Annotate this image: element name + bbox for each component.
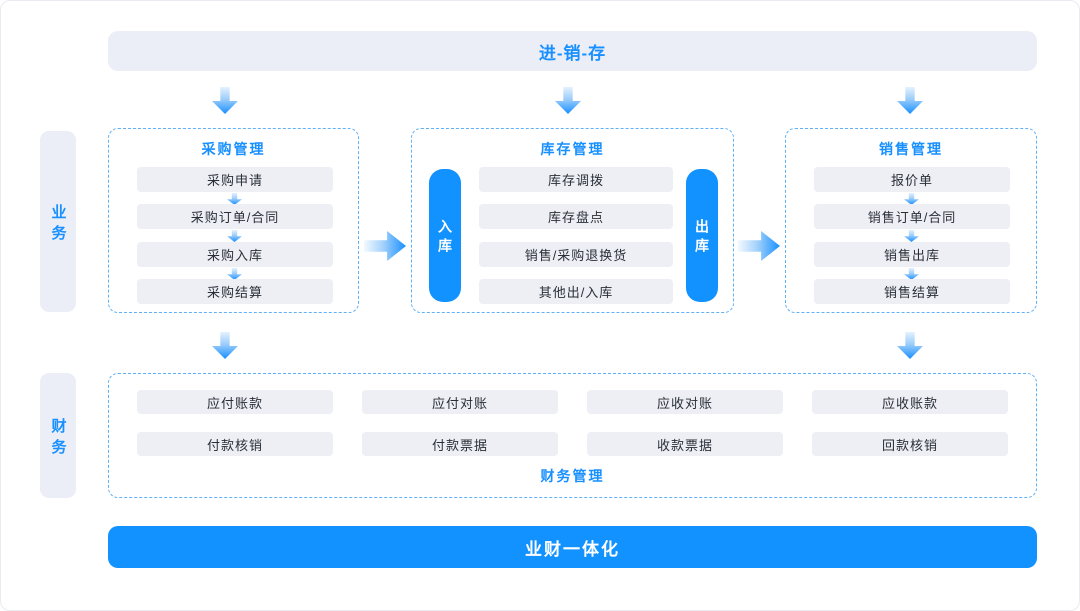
- purchase-item: 采购结算: [137, 279, 333, 304]
- sales-item: 报价单: [814, 167, 1010, 192]
- bottom-banner-title: 业财一体化: [525, 539, 620, 559]
- finance-item: 回款核销: [812, 432, 1008, 456]
- inventory-box: 库存管理 入库 库存调拨 库存盘点 销售/采购退换货 其他出/入库 出库: [411, 128, 734, 313]
- down-arrow-icon: [897, 87, 923, 114]
- bottom-banner: 业财一体化: [108, 526, 1037, 568]
- down-arrow-icon: [897, 332, 923, 359]
- purchase-item: 采购订单/合同: [137, 204, 333, 229]
- right-arrow-icon: [738, 231, 780, 261]
- sales-title: 销售管理: [879, 141, 943, 157]
- finance-box: 应付账款 应付对账 应收对账 应收账款 付款核销 付款票据 收款票据 回款核销 …: [108, 373, 1037, 498]
- top-banner: 进-销-存: [108, 31, 1037, 71]
- finance-title: 财务管理: [540, 468, 605, 484]
- finance-item: 应付账款: [137, 390, 333, 414]
- down-arrow-icon: [212, 87, 238, 114]
- purchase-title: 采购管理: [201, 141, 266, 157]
- inventory-item: 其他出/入库: [479, 279, 673, 304]
- inventory-item: 销售/采购退换货: [479, 242, 673, 267]
- sales-item: 销售订单/合同: [814, 204, 1010, 229]
- down-arrow-icon: [555, 87, 581, 114]
- sales-box: 销售管理 报价单 销售订单/合同 销售出库 销售结算: [785, 128, 1037, 313]
- sidebar-label-business: 业务: [40, 131, 76, 312]
- sales-item: 销售出库: [814, 242, 1010, 267]
- sidebar-label-finance: 财务: [40, 373, 76, 498]
- finance-item: 收款票据: [587, 432, 783, 456]
- finance-item: 应收账款: [812, 390, 1008, 414]
- finance-item: 付款核销: [137, 432, 333, 456]
- sales-item: 销售结算: [814, 279, 1010, 304]
- purchase-box: 采购管理 采购申请 采购订单/合同 采购入库 采购结算: [108, 128, 359, 313]
- outbound-pill: 出库: [686, 169, 718, 302]
- finance-item: 应付对账: [362, 390, 558, 414]
- right-arrow-icon: [364, 231, 406, 261]
- finance-item: 应收对账: [587, 390, 783, 414]
- finance-item: 付款票据: [362, 432, 558, 456]
- inbound-pill: 入库: [429, 169, 461, 302]
- inventory-item: 库存调拨: [479, 167, 673, 192]
- inventory-title: 库存管理: [540, 141, 605, 157]
- purchase-item: 采购入库: [137, 242, 333, 267]
- inventory-item: 库存盘点: [479, 204, 673, 229]
- down-arrow-icon: [904, 230, 919, 242]
- down-arrow-icon: [212, 332, 238, 359]
- top-banner-title: 进-销-存: [538, 43, 607, 63]
- down-arrow-icon: [227, 230, 242, 242]
- purchase-item: 采购申请: [137, 167, 333, 192]
